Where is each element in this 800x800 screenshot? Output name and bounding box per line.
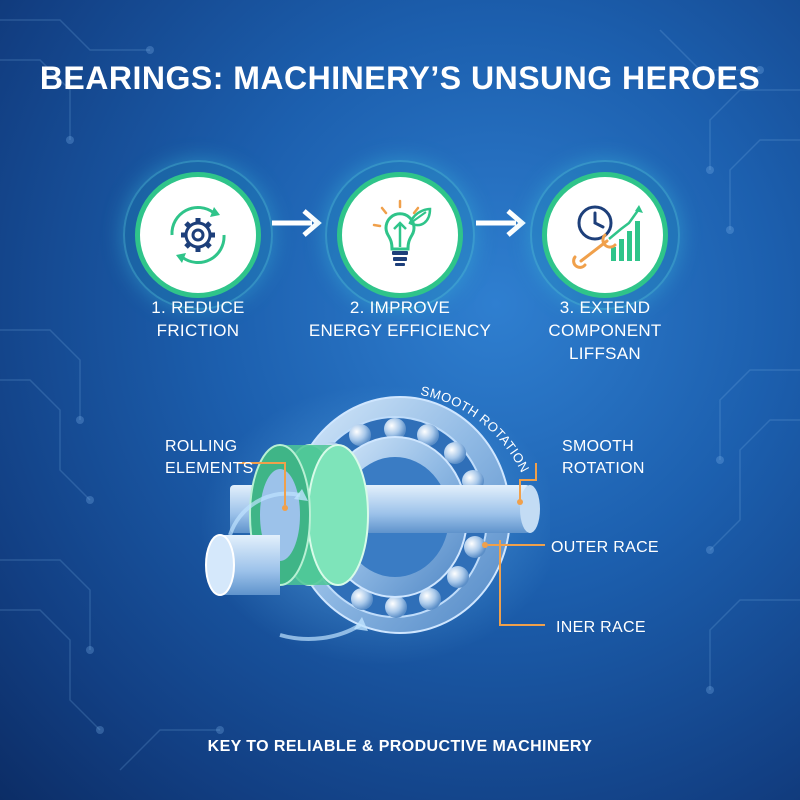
footer-tagline: KEY TO RELIABLE & PRODUCTIVE MACHINERY: [207, 738, 593, 755]
gear-cycle-icon: [170, 205, 226, 265]
clock-wrench-chart-icon: [572, 205, 643, 269]
rotation-arrow-icon: [279, 623, 362, 641]
step-icon-circle: [542, 172, 668, 298]
step-label-improve-efficiency: 2. IMPROVE ENERGY EFFICIENCY: [308, 298, 492, 340]
step-icon-circle: [135, 172, 261, 298]
step-label-reduce-friction: 1. REDUCE FRICTION: [151, 298, 245, 340]
callout-smooth-rotation: SMOOTH ROTATION: [562, 438, 645, 477]
step-reduce-friction: [123, 160, 273, 310]
bearing-illustration: [200, 385, 550, 665]
shaft-end: [205, 534, 235, 596]
callout-outer-race: OUTER RACE: [551, 539, 659, 556]
step-extend-lifespan: [530, 160, 680, 310]
step-label-extend-lifespan: 3. EXTEND COMPONENT LIFFSAN: [548, 298, 662, 363]
arrow-right-icon: [272, 209, 322, 237]
step-icon-circle: [337, 172, 463, 298]
lightbulb-leaf-icon: [372, 199, 432, 266]
callout-rolling-elements: ROLLING ELEMENTS: [165, 438, 254, 477]
arrow-right-icon: [476, 209, 526, 237]
callout-inner-race: INER RACE: [556, 619, 646, 636]
page-title: BEARINGS: MACHINERY’S UNSUNG HEROES: [39, 60, 761, 96]
step-improve-efficiency: [325, 160, 475, 310]
